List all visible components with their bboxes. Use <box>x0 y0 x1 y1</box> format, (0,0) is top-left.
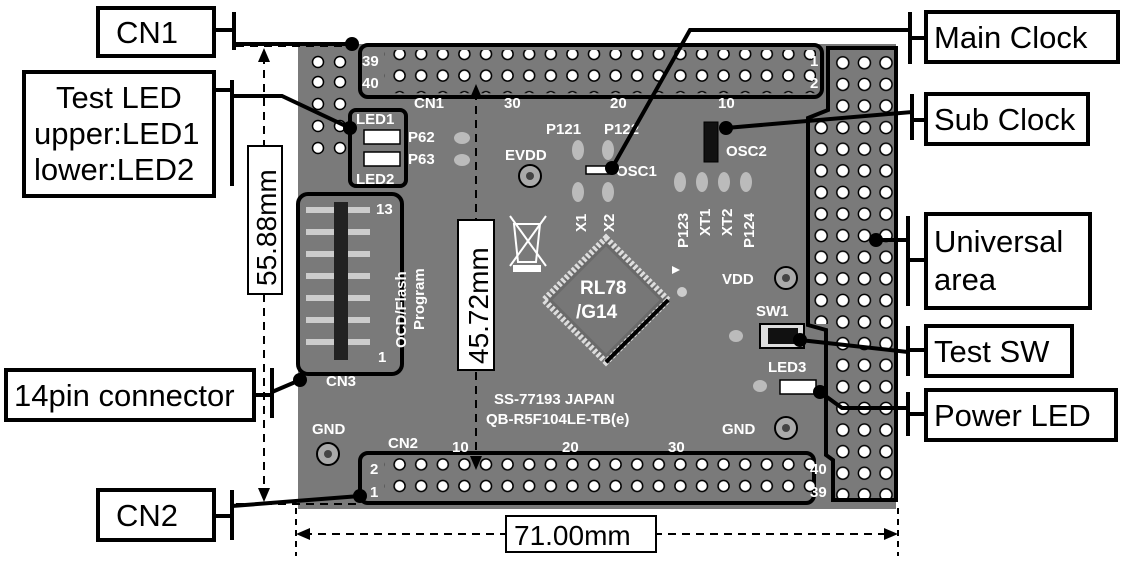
cn2-30-label: 30 <box>668 439 685 456</box>
callout-14pin: 14pin connector <box>14 378 235 413</box>
cn1-20-label: 20 <box>610 95 627 112</box>
callout-test-led-line1: Test LED <box>56 80 182 115</box>
osc2 <box>703 121 719 163</box>
cn2-10-label: 10 <box>452 439 469 456</box>
cn1-pin39-label: 39 <box>362 53 379 70</box>
callout-test-sw: Test SW <box>934 334 1050 369</box>
marking-line1: SS-77193 JAPAN <box>494 391 615 408</box>
cn3-pin1-label: 1 <box>378 349 386 366</box>
led2 <box>363 151 401 167</box>
led1-label: LED1 <box>356 111 394 128</box>
cn1-pin1-label: 1 <box>810 53 818 70</box>
x1-label: X1 <box>573 214 590 232</box>
callout-main-clock: Main Clock <box>934 20 1088 55</box>
p124-label: P124 <box>741 212 758 248</box>
p63-label: P63 <box>408 151 435 168</box>
p62-label: P62 <box>408 129 435 146</box>
cn1-pin40-label: 40 <box>362 75 379 92</box>
cn1-30-label: 30 <box>504 95 521 112</box>
callout-universal-line1: Universal <box>934 224 1063 259</box>
xt1-label: XT1 <box>697 208 714 236</box>
led3-label: LED3 <box>768 359 806 376</box>
gnd-left-label: GND <box>312 421 346 438</box>
osc2-label: OSC2 <box>726 143 767 160</box>
mcu-line1: RL78 <box>580 278 626 299</box>
led3 <box>779 379 817 395</box>
xt2-label: XT2 <box>719 208 736 236</box>
callout-cn1: CN1 <box>116 15 178 50</box>
p123-label: P123 <box>675 213 692 248</box>
mcu-chip <box>539 233 673 367</box>
mcu-line2: /G14 <box>576 302 618 323</box>
universal-area-grid <box>832 52 896 498</box>
led2-label: LED2 <box>356 171 394 188</box>
cn2-20-label: 20 <box>562 439 579 456</box>
marking-line2: QB-R5F104LE-TB(e) <box>486 411 629 428</box>
led1 <box>363 129 401 145</box>
sw1-label: SW1 <box>756 303 789 320</box>
led1-led2-block <box>348 108 408 188</box>
evdd-label: EVDD <box>505 147 547 164</box>
cn2-pin40-label: 40 <box>810 461 827 478</box>
callout-test-led-line3: lower:LED2 <box>34 152 194 187</box>
cn2-pin39-label: 39 <box>810 484 827 501</box>
cn2-board-label: CN2 <box>388 435 418 452</box>
weee-bin-icon <box>509 215 547 272</box>
cn1-board-label: CN1 <box>414 95 444 112</box>
callout-power-led: Power LED <box>934 398 1091 433</box>
callout-leaders <box>214 12 926 540</box>
cn1-pins <box>384 50 816 94</box>
cn2-pins <box>384 456 816 500</box>
osc1-label: OSC1 <box>616 163 657 180</box>
cn1-10-label: 10 <box>718 95 735 112</box>
width-dimension: 71.00mm <box>514 520 631 551</box>
p121-label: P121 <box>546 121 581 138</box>
cn2-pin1-label: 1 <box>370 484 378 501</box>
universal-area-grid-lower <box>810 118 832 324</box>
ocd-label: OCD/Flash <box>393 271 410 348</box>
pitch-dimension: 45.72mm <box>463 247 494 364</box>
cn3-connector <box>296 192 404 376</box>
callout-cn2: CN2 <box>116 498 178 533</box>
callout-sub-clock: Sub Clock <box>934 102 1076 137</box>
x2-label: X2 <box>601 214 618 232</box>
vdd-label: VDD <box>722 271 754 288</box>
height-dimension: 55.88mm <box>251 169 282 286</box>
program-label: Program <box>411 268 428 330</box>
cn2-pin2-label: 2 <box>370 461 378 478</box>
cn3-board-label: CN3 <box>326 373 356 390</box>
gnd-right-label: GND <box>722 421 756 438</box>
callout-universal-line2: area <box>934 262 997 297</box>
cn3-pin13-label: 13 <box>376 201 393 218</box>
cn1-pin2-label: 2 <box>810 75 818 92</box>
callout-test-led-line2: upper:LED1 <box>34 116 199 151</box>
